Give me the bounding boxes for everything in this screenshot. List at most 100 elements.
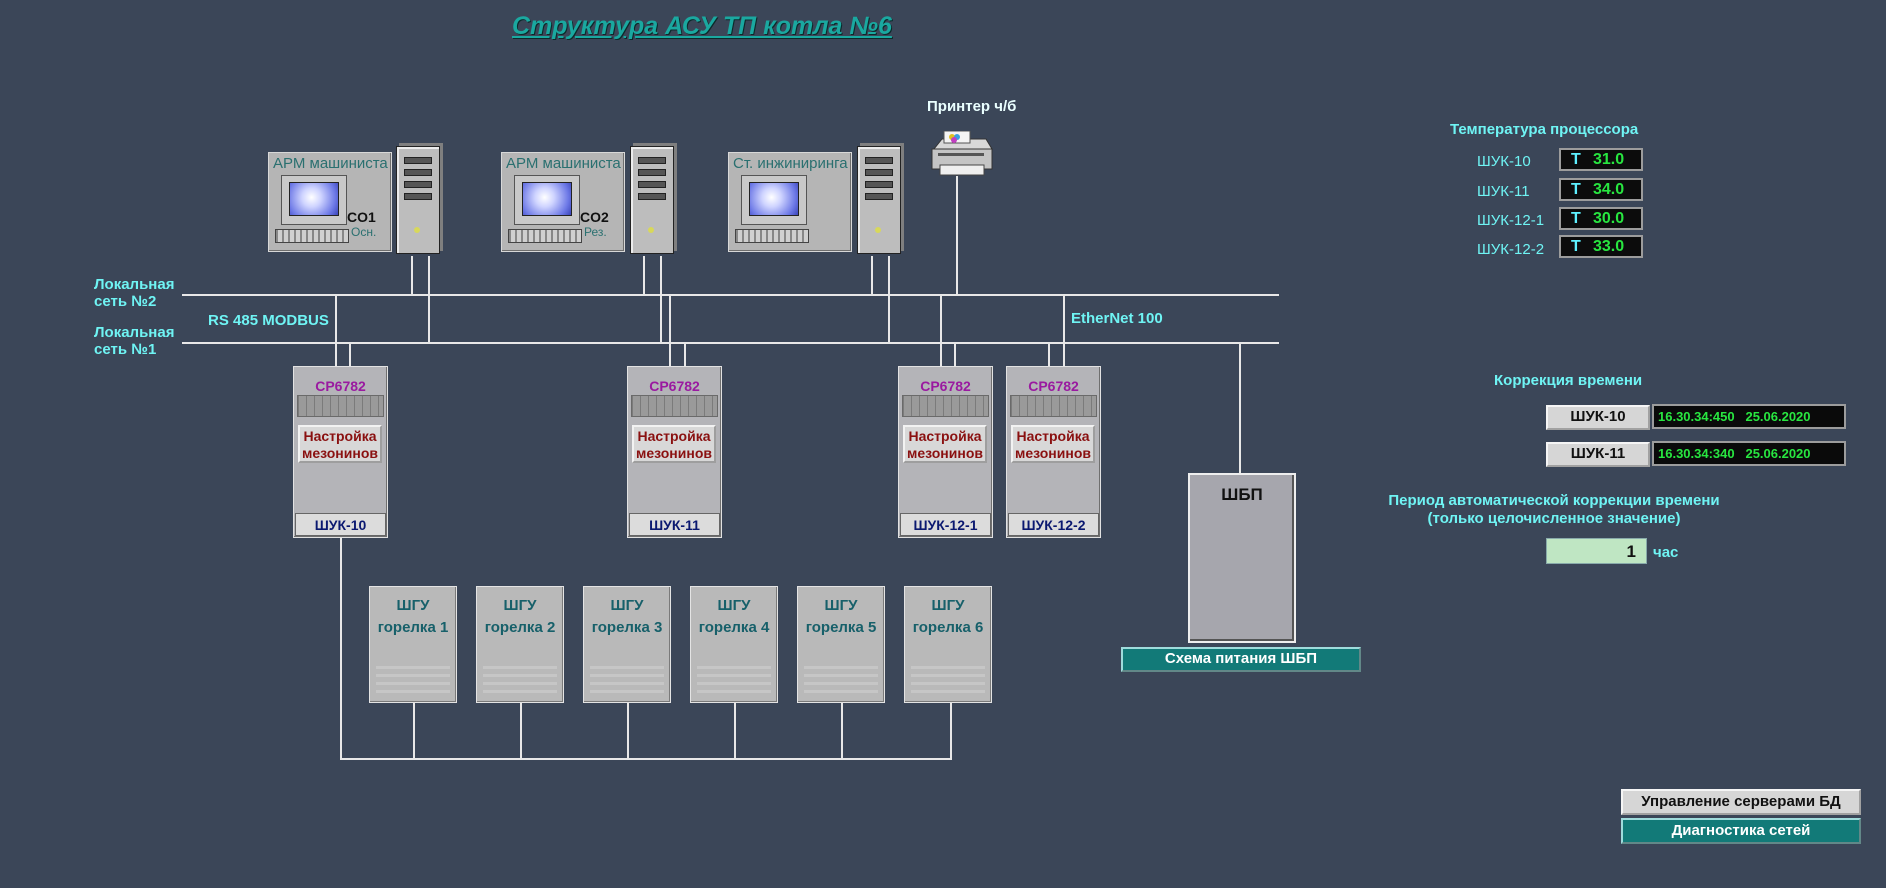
shuk122-link-lan1 (1048, 344, 1050, 366)
burner5-link (841, 700, 843, 760)
cpu-temp-name: ШУК-12-2 (1477, 241, 1545, 258)
shbp-power-schema-button[interactable]: Схема питания ШБП (1121, 647, 1361, 672)
shuk11-link-lan1 (684, 344, 686, 366)
workstation-co2[interactable]: АРМ машиниста CO2 Рез. (501, 152, 625, 252)
backplane-icon (902, 395, 989, 417)
lan1-bus-line (182, 342, 1279, 344)
server-tower-icon (396, 146, 440, 254)
keyboard-icon (735, 229, 809, 243)
workstation-label: Ст. инжиниринга (733, 155, 848, 172)
cpu-temp-name: ШУК-10 (1477, 153, 1531, 170)
shuk121-link-lan1 (954, 344, 956, 366)
period-unit-label: час (1653, 544, 1679, 561)
monitor-icon (281, 175, 347, 225)
ws3-link-lan1 (888, 256, 890, 344)
shuk121-link-lan2 (940, 296, 942, 366)
burner-cabinet-2[interactable]: ШГУ горелка 2 (476, 586, 564, 703)
cpu-temp-name: ШУК-11 (1477, 183, 1530, 200)
printer-label: Принтер ч/б (927, 98, 1017, 115)
backplane-icon (297, 395, 384, 417)
time-value-shuk-10: 16.30.34:450 25.06.2020 (1652, 404, 1846, 429)
ws2-link-lan1 (660, 256, 662, 344)
keyboard-icon (275, 229, 349, 243)
time-correction-button-shuk-11[interactable]: ШУК-11 (1546, 442, 1650, 467)
burner-bus-vertical (340, 534, 342, 760)
cpu-temp-title: Температура процессора (1450, 121, 1639, 138)
shuk10-link-lan2 (335, 296, 337, 366)
backplane-icon (1010, 395, 1097, 417)
engineering-station[interactable]: Ст. инжиниринга (728, 152, 852, 252)
cpu-temp-name: ШУК-12-1 (1477, 212, 1545, 229)
backplane-icon (631, 395, 718, 417)
monitor-icon (741, 175, 807, 225)
controller-model: CP6782 (920, 378, 971, 394)
rs485-label: RS 485 MODBUS (208, 312, 329, 329)
burner6-link (950, 700, 952, 760)
network-diagnostics-button[interactable]: Диагностика сетей (1621, 818, 1861, 844)
burner1-link (413, 700, 415, 760)
burner4-link (734, 700, 736, 760)
controller-model: CP6782 (649, 378, 700, 394)
workstation-code: CO2 (580, 209, 609, 225)
controller-name[interactable]: ШУК-11 (629, 513, 720, 536)
controller-model: CP6782 (1028, 378, 1079, 394)
ws2-link-lan2 (643, 256, 645, 296)
burner-cabinet-6[interactable]: ШГУ горелка 6 (904, 586, 992, 703)
workstation-co1[interactable]: АРМ машиниста CO1 Осн. (268, 152, 392, 252)
burner-cabinet-4[interactable]: ШГУ горелка 4 (690, 586, 778, 703)
time-correction-button-shuk-10[interactable]: ШУК-10 (1546, 405, 1650, 430)
burner-cabinet-1[interactable]: ШГУ горелка 1 (369, 586, 457, 703)
controller-name[interactable]: ШУК-12-2 (1008, 513, 1099, 536)
controller-name[interactable]: ШУК-12-1 (900, 513, 991, 536)
db-servers-management-button[interactable]: Управление серверами БД (1621, 789, 1861, 815)
workstation-code: CO1 (347, 209, 376, 225)
printer-link (956, 176, 958, 296)
ws1-link-lan1 (428, 256, 430, 344)
workstation-label: АРМ машиниста (506, 155, 621, 172)
lan2-bus-line (182, 294, 1279, 296)
workstation-role: Рез. (584, 225, 607, 239)
time-value-shuk-11: 16.30.34:340 25.06.2020 (1652, 441, 1846, 466)
server-tower-icon (857, 146, 901, 254)
shuk10-link-lan1 (349, 344, 351, 366)
burner-cabinet-5[interactable]: ШГУ горелка 5 (797, 586, 885, 703)
workstation-role: Осн. (351, 225, 377, 239)
ws1-link-lan2 (411, 256, 413, 296)
shbp-link (1239, 344, 1241, 474)
time-correction-title: Коррекция времени (1494, 372, 1643, 389)
controller-model: CP6782 (315, 378, 366, 394)
power-cabinet-label: ШБП (1221, 485, 1263, 504)
auto-correction-period-input[interactable]: 1 (1546, 538, 1647, 564)
workstation-label: АРМ машиниста (273, 155, 388, 172)
burner-cabinet-3[interactable]: ШГУ горелка 3 (583, 586, 671, 703)
shuk11-link-lan2 (669, 296, 671, 366)
ethernet-label: EtherNet 100 (1071, 310, 1163, 327)
burner3-link (627, 700, 629, 760)
ws3-link-lan2 (871, 256, 873, 296)
monitor-icon (514, 175, 580, 225)
power-cabinet-shbp[interactable]: ШБП (1188, 473, 1296, 643)
auto-correction-period-label: Период автоматической коррекции времени(… (1388, 492, 1720, 527)
page-title: Структура АСУ ТП котла №6 (512, 12, 892, 40)
keyboard-icon (508, 229, 582, 243)
burner-bus-horizontal (340, 758, 952, 760)
burner2-link (520, 700, 522, 760)
server-tower-icon (630, 146, 674, 254)
printer-icon[interactable] (928, 131, 994, 177)
shuk122-link-lan2 (1063, 296, 1065, 366)
controller-name[interactable]: ШУК-10 (295, 513, 386, 536)
